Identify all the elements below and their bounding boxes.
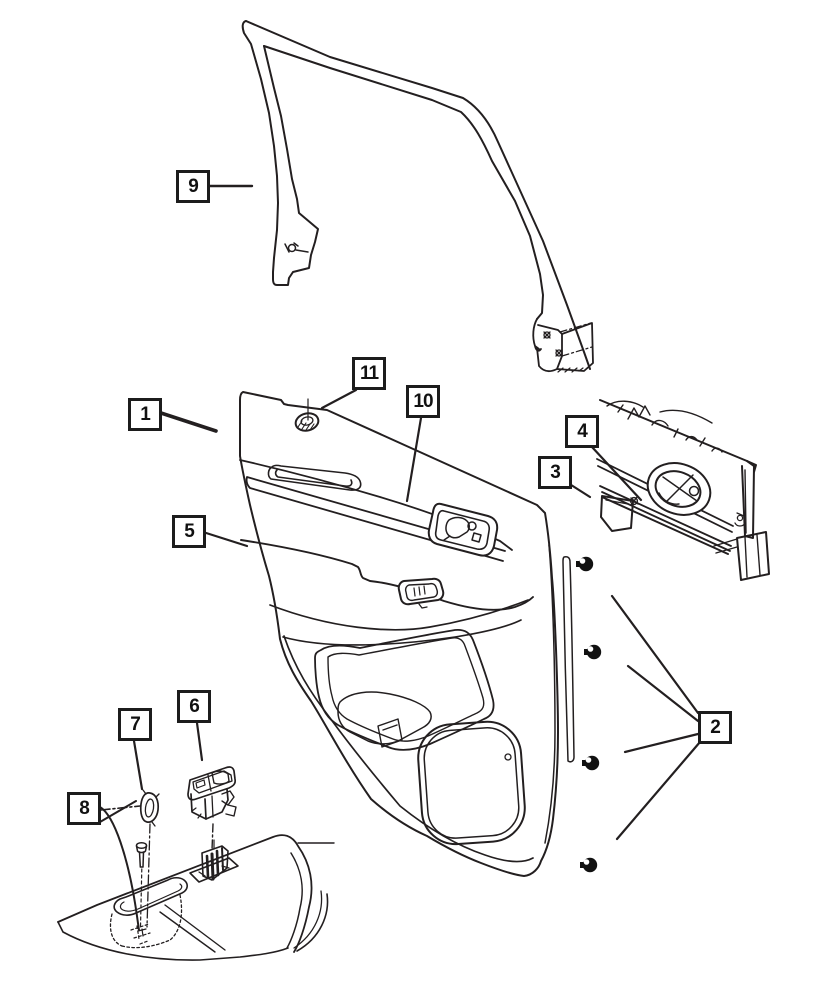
push-pin-icon — [582, 755, 600, 771]
callout-4: 4 — [565, 415, 599, 448]
push-pin-icon — [576, 556, 594, 572]
switch-retainer — [189, 839, 239, 883]
retainer-clip — [139, 789, 160, 827]
callout-5: 5 — [172, 515, 206, 548]
callout-2: 2 — [698, 711, 732, 744]
bezel-screw-icon — [629, 496, 639, 506]
armrest — [240, 539, 534, 646]
window-frame-molding — [241, 20, 594, 373]
leader-2b — [626, 664, 700, 723]
callout-3: 3 — [538, 456, 572, 489]
leader-8-clip — [100, 805, 141, 811]
quarter-trim-panel — [596, 399, 770, 581]
screw — [135, 841, 148, 928]
callout-7: 7 — [118, 708, 152, 741]
callout-1: 1 — [128, 398, 162, 431]
leader-2c — [623, 732, 700, 754]
quarter-handle-bezel — [646, 462, 712, 516]
callout-8: 8 — [67, 792, 101, 825]
window-switch — [187, 766, 237, 820]
callout-11: 11 — [352, 357, 386, 390]
push-pin-fasteners — [576, 556, 602, 873]
applique-screw-icon — [284, 242, 309, 253]
leader-lines — [99, 184, 702, 931]
leader-4 — [590, 445, 643, 502]
door-handle-lever — [443, 516, 482, 543]
leader-1 — [159, 411, 218, 433]
leader-5 — [201, 530, 249, 548]
leader-11 — [320, 388, 358, 410]
lock-bezel — [294, 398, 320, 432]
leader-6 — [195, 721, 204, 762]
hidden-fastener-detail — [130, 923, 151, 945]
callout-10: 10 — [406, 385, 440, 418]
switch-assembly-exploded — [57, 766, 335, 961]
leader-10 — [405, 416, 423, 503]
push-pin-icon — [580, 857, 598, 873]
switch-opening — [397, 577, 445, 609]
bracket-screw-icon — [543, 331, 563, 357]
push-pin-icon — [584, 644, 602, 660]
callout-9: 9 — [176, 170, 210, 203]
cap-recess-slot — [267, 464, 362, 491]
leader-2d — [615, 740, 702, 841]
grain-texture — [606, 400, 723, 453]
leader-2a — [610, 594, 700, 715]
callout-6: 6 — [177, 690, 211, 723]
map-pocket — [314, 628, 495, 751]
leader-8-up — [99, 800, 137, 823]
door-trim-panel — [239, 391, 575, 877]
speaker-grille — [417, 720, 526, 846]
leader-8-curve — [99, 806, 140, 931]
trim-screw-icon — [734, 512, 746, 527]
leader-7 — [132, 739, 144, 791]
frame-bracket — [532, 318, 594, 373]
inner-handle-bezel — [427, 502, 499, 557]
armrest-base — [57, 834, 335, 961]
